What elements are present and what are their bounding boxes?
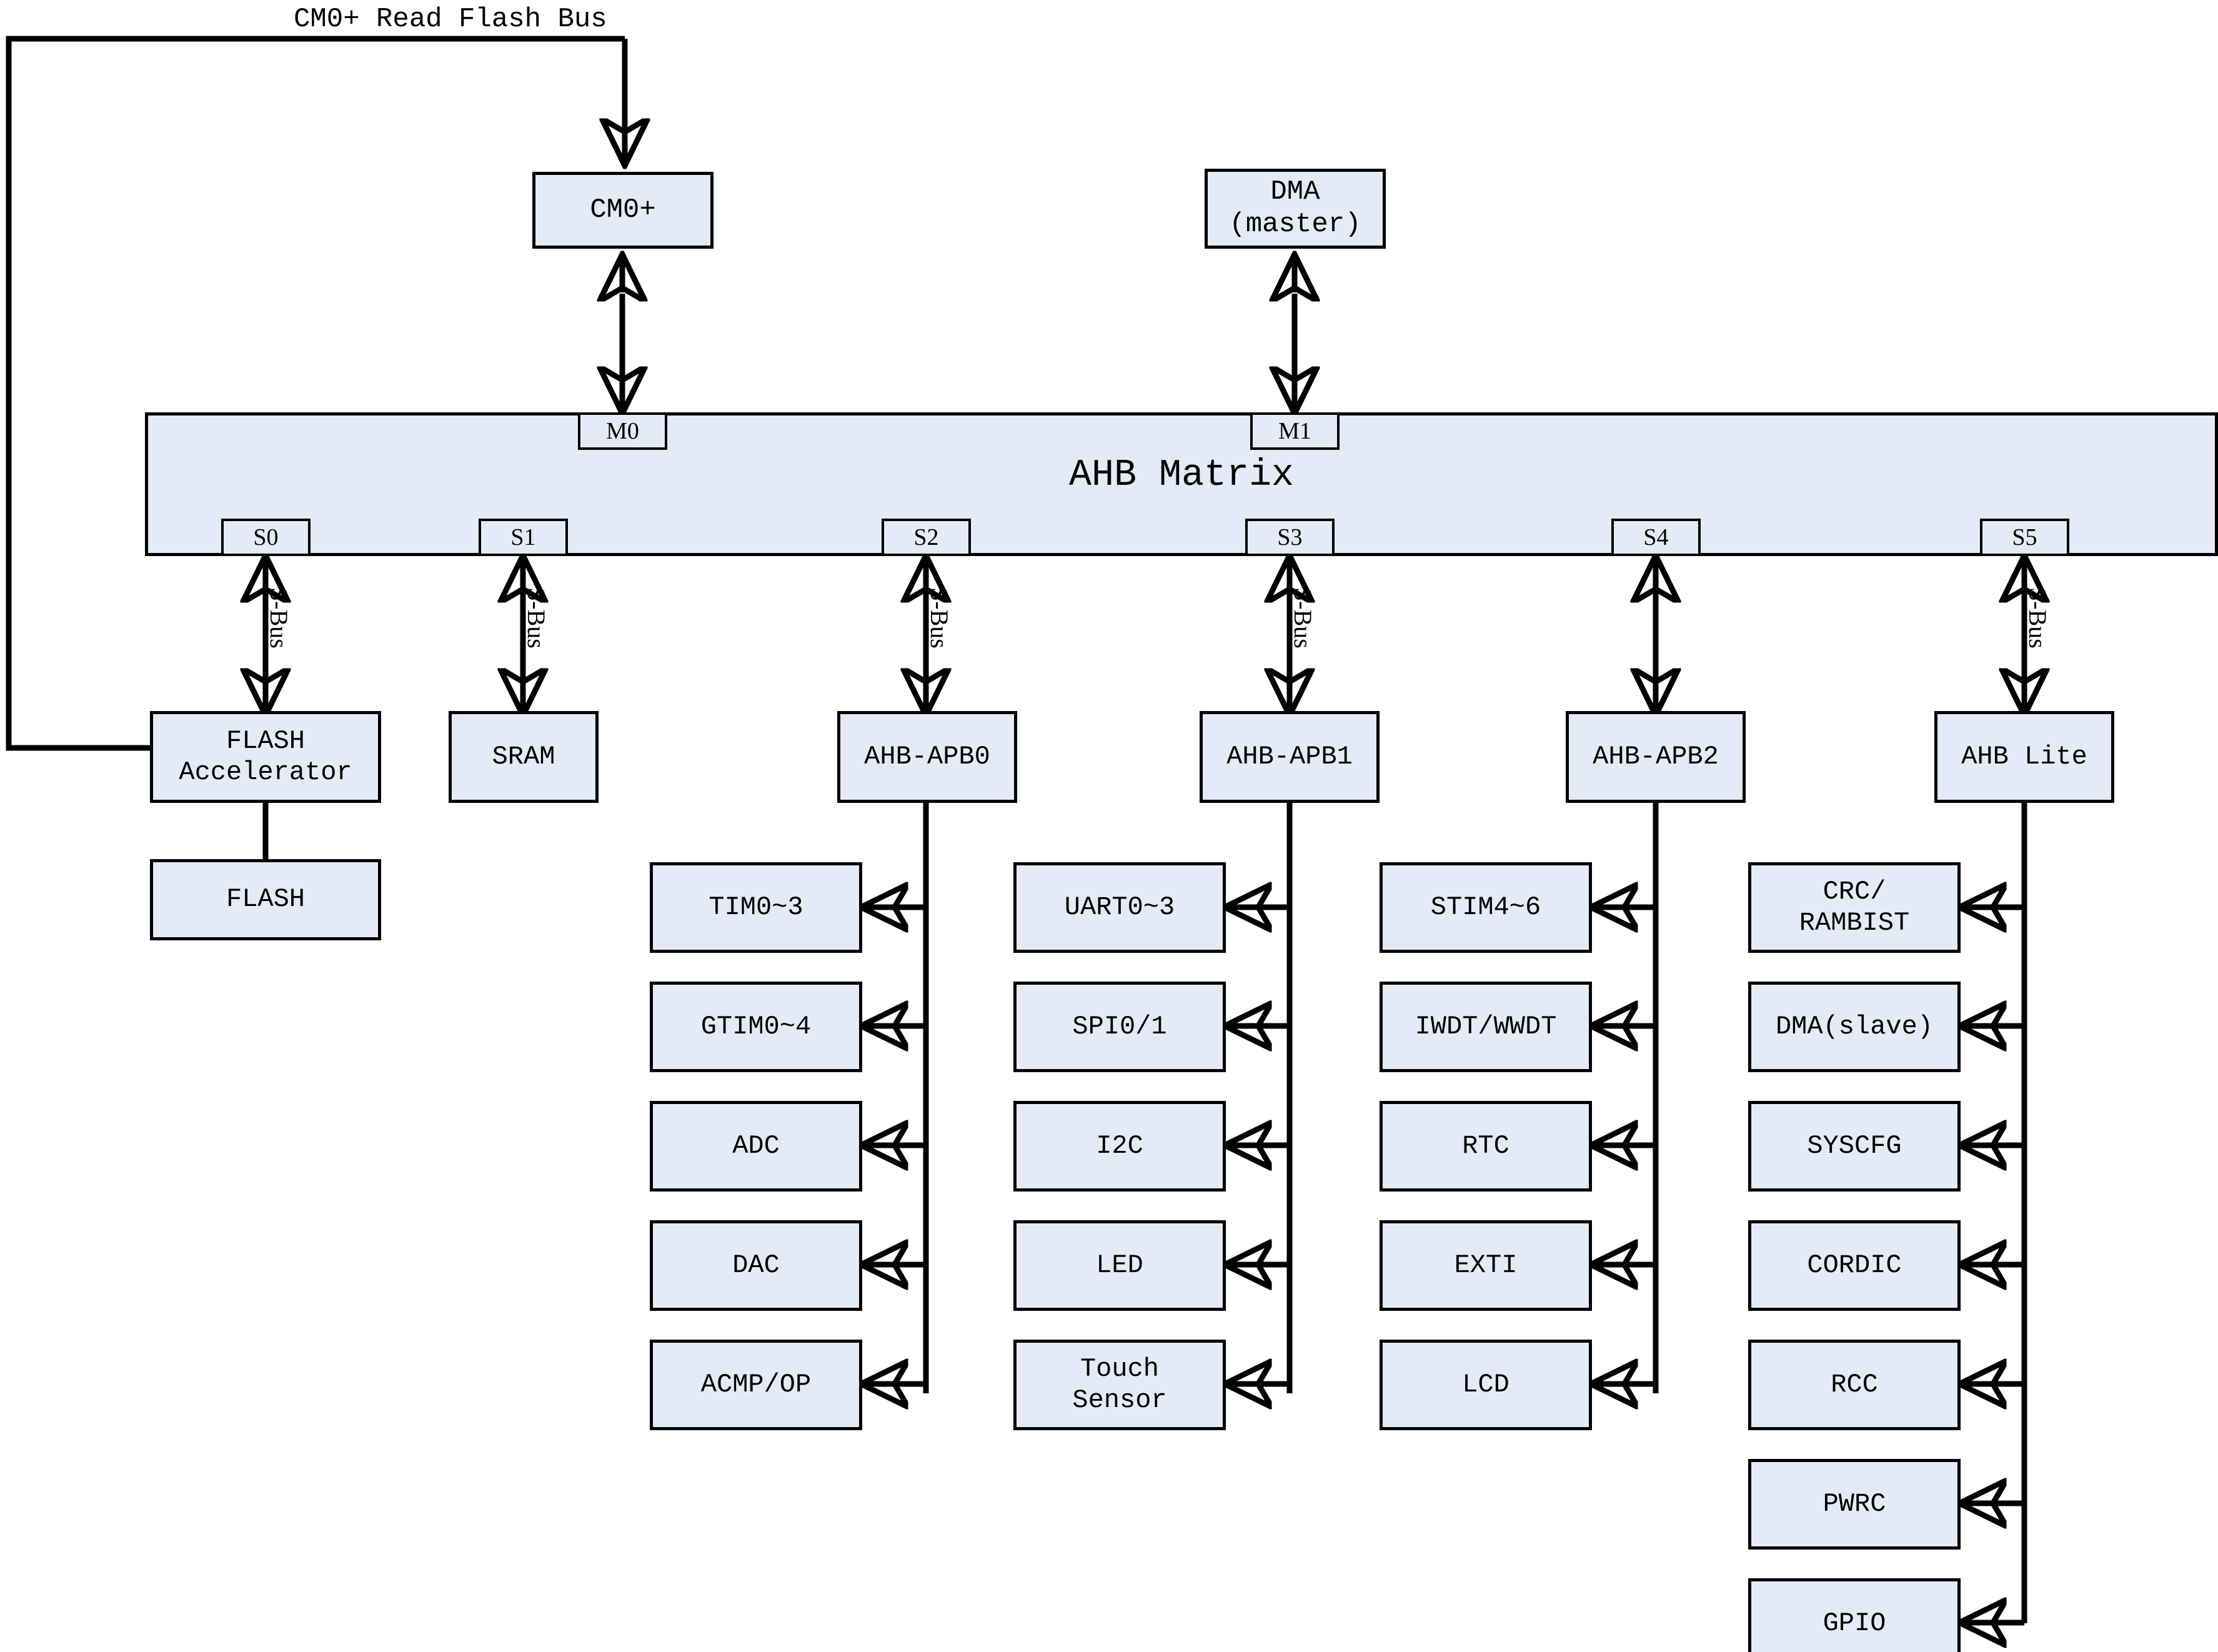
- peripheral-led[interactable]: LED: [1013, 1220, 1226, 1311]
- ahb-matrix[interactable]: AHB Matrix: [145, 412, 2218, 556]
- peripheral-dma-slave[interactable]: DMA(slave): [1748, 982, 1961, 1072]
- peripheral-rtc[interactable]: RTC: [1380, 1101, 1592, 1192]
- peripheral-uart0-3[interactable]: UART0~3: [1013, 862, 1226, 953]
- peripheral-gtim0-4[interactable]: GTIM0~4: [650, 982, 862, 1072]
- matrix-port-m0[interactable]: M0: [578, 412, 667, 450]
- wire-cm0-read-flash-bus: [6, 36, 625, 751]
- peripheral-tim0-3[interactable]: TIM0~3: [650, 862, 862, 953]
- cm0-read-flash-bus-label: CM0+ Read Flash Bus: [294, 4, 607, 35]
- matrix-port-s4[interactable]: S4: [1611, 519, 1701, 556]
- peripheral-pwrc[interactable]: PWRC: [1748, 1459, 1961, 1550]
- block-ahb-apb1[interactable]: AHB-APB1: [1200, 711, 1380, 803]
- sbus-label-s2: S-Bus: [925, 587, 953, 649]
- block-dma-master[interactable]: DMA (master): [1205, 169, 1386, 249]
- peripheral-touch-sensor[interactable]: Touch Sensor: [1013, 1340, 1226, 1430]
- sbus-label-s1: S-Bus: [522, 587, 550, 649]
- matrix-port-s2[interactable]: S2: [882, 519, 971, 556]
- peripheral-lcd[interactable]: LCD: [1380, 1340, 1592, 1430]
- matrix-port-s0[interactable]: S0: [221, 519, 311, 556]
- peripheral-spi0-1[interactable]: SPI0/1: [1013, 982, 1226, 1072]
- block-ahb-apb2[interactable]: AHB-APB2: [1566, 711, 1746, 803]
- block-ahb-lite[interactable]: AHB Lite: [1934, 711, 2114, 803]
- matrix-port-s1[interactable]: S1: [479, 519, 568, 556]
- block-flash[interactable]: FLASH: [150, 859, 381, 940]
- matrix-port-m1[interactable]: M1: [1250, 412, 1340, 450]
- peripheral-acmp-op[interactable]: ACMP/OP: [650, 1340, 862, 1430]
- peripheral-gpio[interactable]: GPIO: [1748, 1578, 1961, 1652]
- peripheral-iwdt-wwdt[interactable]: IWDT/WWDT: [1380, 982, 1592, 1072]
- sbus-label-s3: S-Bus: [1289, 587, 1317, 649]
- matrix-port-s3[interactable]: S3: [1245, 519, 1335, 556]
- peripheral-syscfg[interactable]: SYSCFG: [1748, 1101, 1961, 1192]
- block-ahb-apb0[interactable]: AHB-APB0: [837, 711, 1017, 803]
- peripheral-i2c[interactable]: I2C: [1013, 1101, 1226, 1192]
- peripheral-dac[interactable]: DAC: [650, 1220, 862, 1311]
- sbus-label-s0: S-Bus: [265, 587, 293, 649]
- peripheral-stim4-6[interactable]: STIM4~6: [1380, 862, 1592, 953]
- sbus-label-s5: S-Bus: [2024, 587, 2052, 649]
- block-sram[interactable]: SRAM: [449, 711, 599, 803]
- peripheral-exti[interactable]: EXTI: [1380, 1220, 1592, 1311]
- peripheral-crc-rambist[interactable]: CRC/ RAMBIST: [1748, 862, 1961, 953]
- ahb-matrix-title: AHB Matrix: [1068, 454, 1295, 497]
- peripheral-adc[interactable]: ADC: [650, 1101, 862, 1192]
- peripheral-rcc[interactable]: RCC: [1748, 1340, 1961, 1430]
- peripheral-cordic[interactable]: CORDIC: [1748, 1220, 1961, 1311]
- block-cm0-plus[interactable]: CM0+: [532, 172, 714, 249]
- matrix-port-s5[interactable]: S5: [1980, 519, 2069, 556]
- block-flash-accelerator[interactable]: FLASH Accelerator: [150, 711, 381, 803]
